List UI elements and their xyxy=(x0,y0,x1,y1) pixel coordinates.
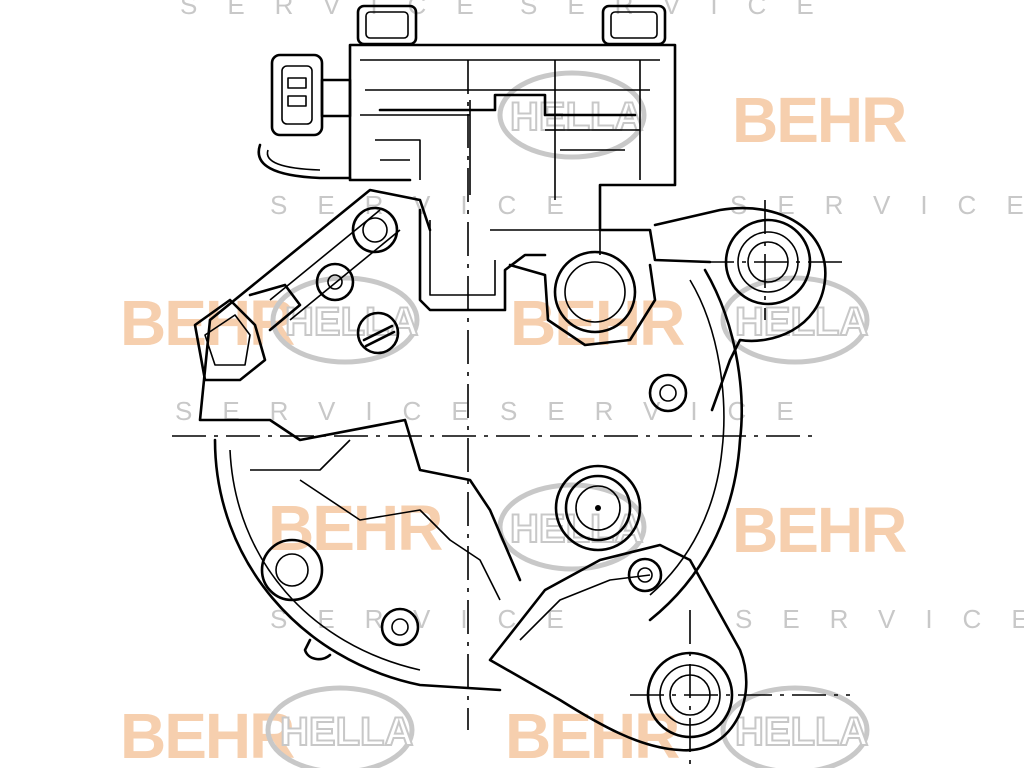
mount-ear-top-right xyxy=(653,206,827,412)
service-watermark-5: SERVICE xyxy=(175,396,499,426)
hella-watermark-3: HELLA xyxy=(270,275,420,365)
service-watermark-4: SERVICE xyxy=(730,190,1024,220)
svg-text:HELLA: HELLA xyxy=(280,710,413,754)
service-watermark-3: SERVICE xyxy=(270,190,594,220)
service-watermark-7: SERVICE xyxy=(270,604,594,634)
behr-watermark-2: BEHR xyxy=(510,287,684,359)
hella-watermark-2: HELLA xyxy=(720,275,870,365)
behr-watermark-5: BEHR xyxy=(505,700,679,768)
compressor-body xyxy=(193,4,827,752)
main-housing xyxy=(213,438,502,692)
behr-watermark-4: BEHR xyxy=(732,494,906,566)
service-watermark-1: SERVICE xyxy=(180,0,504,20)
center-hub xyxy=(554,464,642,552)
connector-top xyxy=(257,53,352,180)
svg-text:HELLA: HELLA xyxy=(510,95,643,139)
service-watermark-8: SERVICE xyxy=(735,604,1024,634)
mount-ear-bottom xyxy=(488,543,748,752)
hella-watermark-1: HELLA xyxy=(497,70,647,160)
port-cap-left xyxy=(356,4,418,46)
slotted-screw xyxy=(356,311,400,355)
svg-text:HELLA: HELLA xyxy=(735,710,868,754)
service-watermark-2: SERVICE xyxy=(520,0,844,20)
watermark-layer: SERVICE SERVICE SERVICE SERVICE SERVICE … xyxy=(120,0,1024,768)
hella-watermark-5: HELLA xyxy=(265,685,415,768)
diagonal-housing xyxy=(198,188,522,582)
behr-watermark-3: BEHR xyxy=(268,492,442,564)
port-cap-right xyxy=(601,4,667,46)
connector-side xyxy=(193,283,302,382)
behr-watermark-1: BEHR xyxy=(732,84,906,156)
svg-text:HELLA: HELLA xyxy=(735,300,868,344)
service-watermark-6: SERVICE xyxy=(500,396,824,426)
hella-watermark-6: HELLA xyxy=(720,685,870,768)
